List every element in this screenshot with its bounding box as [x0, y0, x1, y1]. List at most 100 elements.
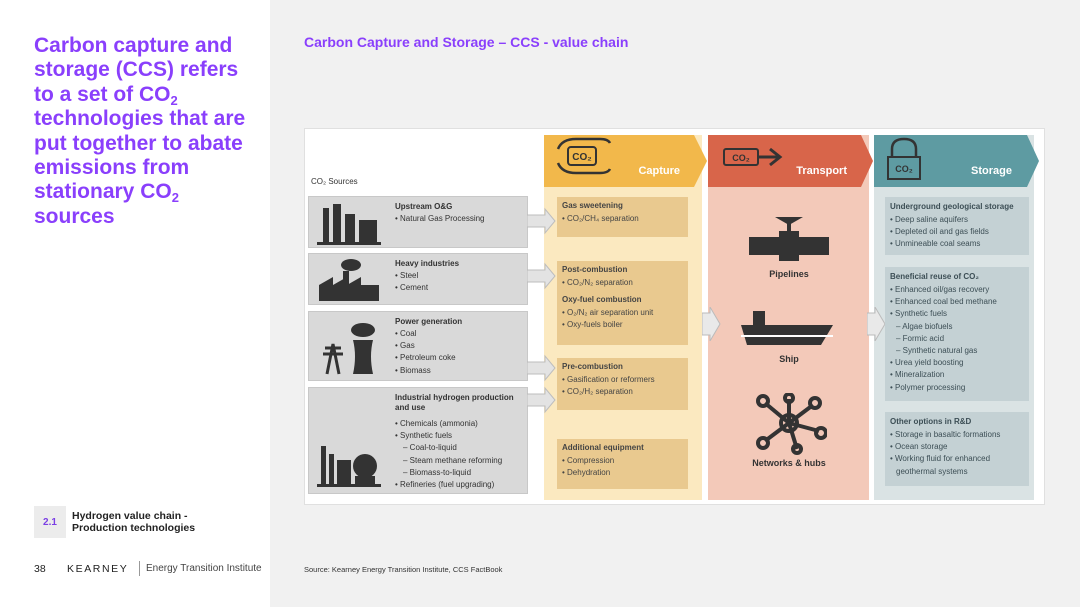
storage-item: • Mineralization [890, 370, 945, 380]
network-hubs-icon [756, 393, 827, 455]
capture-box-title: Gas sweetening [562, 201, 623, 210]
source-row-upstream: Upstream O&G • Natural Gas Processing [308, 196, 528, 248]
storage-item: • Synthetic fuels [890, 309, 948, 319]
institute-name: Energy Transition Institute [146, 563, 262, 574]
brand-divider [139, 561, 140, 576]
source-note: Source: Kearney Energy Transition Instit… [304, 565, 503, 574]
svg-text:CO₂: CO₂ [732, 153, 750, 163]
capture-box-title: Pre-combustion [562, 362, 623, 371]
section-title[interactable]: Hydrogen value chain - Production techno… [72, 510, 196, 534]
source-list: • Steel • Cement [395, 270, 428, 294]
capture-box-list: • Compression • Dehydration [557, 453, 688, 479]
source-title: Industrial hydrogen production and use [395, 393, 514, 412]
source-list: • Coal • Gas • Petroleum coke • Biomass [395, 328, 456, 377]
left-panel: Carbon capture and storage (CCS) refers … [0, 0, 270, 607]
capture-box-list: • CO₂/N₂ separation [557, 275, 688, 289]
transport-column-bg [708, 135, 869, 500]
power-plant-icon [323, 323, 375, 375]
transport-mode-pipelines: Pipelines [769, 269, 809, 279]
source-item: • Gas [395, 341, 415, 351]
source-row-heavy-industries: Heavy industries • Steel • Cement [308, 253, 528, 305]
capture-box-title: Oxy-fuel combustion [562, 295, 642, 304]
source-list: • Chemicals (ammonia) • Synthetic fuels … [395, 418, 502, 491]
storage-box-reuse: Beneficial reuse of CO₂ • Enhanced oil/g… [885, 267, 1029, 401]
storage-item: – Synthetic natural gas [896, 346, 978, 356]
source-arrows [527, 207, 556, 414]
storage-item: • Polymer processing [890, 382, 966, 392]
transport-mode-ship: Ship [779, 354, 799, 364]
capture-box-list: • Gasification or reformers • CO₂/H₂ sep… [557, 372, 688, 398]
chemical-plant-icon [317, 446, 381, 487]
capture-box-list: • O₂/N₂ air separation unit • Oxy-fuels … [557, 305, 688, 331]
capture-box-post-oxy: Post-combustion • CO₂/N₂ separation Oxy-… [557, 261, 688, 345]
source-item: – Coal-to-liquid [403, 443, 457, 453]
pipeline-icon [749, 217, 829, 261]
source-item: • Refineries (fuel upgrading) [395, 480, 495, 490]
headline-subscript-1: 2 [170, 92, 178, 108]
capture-item: • Dehydration [562, 468, 611, 477]
capture-item: • CO₂/CH₄ separation [562, 214, 639, 223]
source-item: • Natural Gas Processing [395, 214, 485, 223]
svg-text:CO₂: CO₂ [572, 152, 591, 163]
headline: Carbon capture and storage (CCS) refers … [34, 34, 259, 229]
section-number[interactable]: 2.1 [34, 506, 66, 538]
storage-header-label-wrap: Storage [874, 135, 1034, 187]
source-row-power-generation: Power generation • Coal • Gas • Petroleu… [308, 311, 528, 381]
factory-icon [319, 259, 379, 301]
capture-item: • Gasification or reformers [562, 375, 655, 384]
capture-label: Capture [638, 165, 680, 177]
capture-item: • O₂/N₂ air separation unit [562, 308, 654, 317]
capture-to-transport-arrow [702, 307, 721, 341]
source-item: • Chemicals (ammonia) [395, 419, 478, 428]
sources-label: CO₂ Sources [311, 177, 358, 186]
capture-item: • CO₂/N₂ separation [562, 278, 633, 287]
capture-item: • Oxy-fuels boiler [562, 320, 623, 329]
storage-box-title: Underground geological storage [890, 202, 1014, 211]
source-item: • Petroleum coke [395, 353, 456, 363]
refinery-icon [317, 204, 381, 245]
source-item: • Cement [395, 283, 429, 293]
ccs-value-chain-diagram: CO₂ Capture CO₂ Transport CO₂ Storage CO… [304, 128, 1045, 505]
transport-label: Transport [796, 165, 847, 177]
brand-logo: KEARNEY [67, 563, 129, 575]
storage-item: • Enhanced oil/gas recovery [890, 285, 990, 294]
capture-box-list: • CO₂/CH₄ separation [557, 211, 688, 225]
storage-item: • Unmineable coal seams [890, 239, 981, 249]
source-item: • Coal [395, 329, 417, 338]
storage-header: CO₂ [874, 135, 1039, 187]
storage-box-list: • Deep saline aquifers • Depleted oil an… [885, 212, 1029, 251]
storage-item: – Algae biofuels [896, 321, 953, 331]
transport-header-label-wrap: Transport [708, 135, 869, 187]
storage-box-title: Beneficial reuse of CO₂ [890, 272, 979, 281]
storage-item: • Deep saline aquifers [890, 215, 968, 224]
capture-header: CO₂ [544, 135, 707, 187]
storage-item: • Urea yield boosting [890, 358, 964, 368]
capture-box-gas-sweetening: Gas sweetening • CO₂/CH₄ separation [557, 197, 688, 237]
capture-item: • Compression [562, 456, 615, 465]
storage-item: • Working fluid for enhanced [890, 454, 991, 464]
capture-box-title: Additional equipment [562, 443, 644, 452]
storage-box-title: Other options in R&D [890, 417, 972, 426]
headline-subscript-2: 2 [171, 190, 179, 206]
source-title: Power generation [395, 317, 463, 326]
storage-box-list: • Enhanced oil/gas recovery • Enhanced c… [885, 282, 1029, 394]
source-row-hydrogen: Industrial hydrogen production and use •… [308, 387, 528, 494]
chart-title: Carbon Capture and Storage – CCS - value… [304, 34, 629, 50]
storage-item: • Enhanced coal bed methane [890, 297, 997, 307]
source-item: • Synthetic fuels [395, 431, 453, 441]
headline-part-1: Carbon capture and storage (CCS) refers … [34, 34, 239, 106]
storage-item: geothermal systems [896, 466, 968, 476]
source-item: • Steel [395, 271, 419, 280]
source-list: • Natural Gas Processing [395, 213, 485, 225]
source-title: Upstream O&G [395, 202, 453, 211]
svg-text:CO₂: CO₂ [895, 164, 913, 174]
storage-box-geological: Underground geological storage • Deep sa… [885, 197, 1029, 255]
storage-item: – Formic acid [896, 333, 945, 343]
transport-to-storage-arrow [867, 307, 886, 341]
storage-label: Storage [971, 165, 1012, 177]
source-item: • Biomass [395, 365, 431, 375]
source-item: – Biomass-to-liquid [403, 467, 472, 477]
ship-icon [741, 311, 833, 345]
source-item: – Steam methane reforming [403, 455, 503, 465]
source-title: Heavy industries [395, 259, 460, 268]
